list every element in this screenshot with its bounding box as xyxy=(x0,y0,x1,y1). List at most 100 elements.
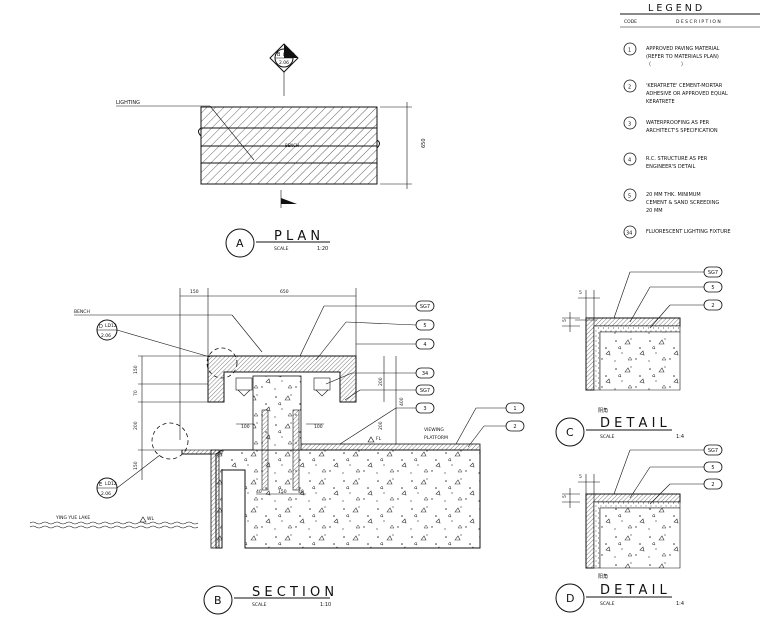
section-title-bubble xyxy=(203,585,233,615)
section-scale-label: SCALE xyxy=(252,602,267,608)
tag-label: 2 xyxy=(513,424,516,430)
tag-bubble: SG7 xyxy=(703,444,723,456)
section-label-bench: BENCH xyxy=(74,309,90,315)
detail-d-concrete xyxy=(599,507,681,569)
plan-view: B LD12 2.06 650 BENCH LIGHTING A P L A N… xyxy=(116,43,427,258)
tag-label: 34 xyxy=(422,371,428,377)
plan-dim-650: 650 xyxy=(421,138,427,148)
detail-d-dim-5b: 5 xyxy=(562,495,568,498)
section-light-right xyxy=(313,377,331,391)
marker-d-ref: LD12 xyxy=(105,323,117,329)
legend-desc-line2: ADHESIVE OR APPROVED EQUAL xyxy=(646,91,728,97)
tag-bubble: 3 xyxy=(415,402,435,414)
plan-title: P L A N xyxy=(274,229,320,244)
section-light-left xyxy=(235,377,253,391)
section-label-lake: YING YUE LAKE xyxy=(55,515,90,521)
legend-code: 34 xyxy=(626,231,632,237)
section-dim-150b: 150 xyxy=(133,461,139,470)
detail-c-concrete xyxy=(599,331,681,391)
detail-c-title: D E T A I L xyxy=(600,416,668,431)
legend: L E G E N D CODE D E S C R I P T I O N 1… xyxy=(620,3,760,239)
section-dim-150a: 150 xyxy=(133,365,139,374)
section-pier-right xyxy=(292,409,300,491)
section-tags xyxy=(299,305,506,448)
legend-code-bubble xyxy=(623,152,637,166)
marker-b-ref: LD12 xyxy=(283,52,295,58)
tag-label: SG7 xyxy=(420,388,430,394)
section-wall xyxy=(210,449,220,549)
tag-label: 3 xyxy=(423,406,426,412)
marker-e-ref: LD12 xyxy=(105,481,117,487)
section-dim-100b: 100 xyxy=(314,424,323,430)
tag-bubble: SG7 xyxy=(415,300,435,312)
legend-desc-line1: FLUORESCENT LIGHTING FIXTURE xyxy=(646,229,731,235)
detail-d-title-bubble xyxy=(555,583,585,613)
legend-desc-line2: ENGINEER'S DETAIL xyxy=(646,164,695,170)
tag-bubble: SG7 xyxy=(703,266,723,278)
detail-c-title-letter: C xyxy=(566,426,574,439)
section-dim-150c: 150 xyxy=(278,489,287,495)
plan-center-note: BENCH xyxy=(285,143,299,148)
section-label-viewing: VIEWING xyxy=(424,427,444,433)
tag-label: 2 xyxy=(711,482,714,488)
detail-marker-e: E LD12 2.06 xyxy=(96,454,161,499)
section-paving xyxy=(295,443,481,451)
section-title-letter: B xyxy=(214,594,222,607)
legend-desc-line3: 20 MM xyxy=(646,208,663,214)
detail-c-note: 阴角 xyxy=(598,407,608,414)
section-bench-top xyxy=(207,355,357,403)
tag-bubble: 2 xyxy=(703,299,723,311)
legend-desc-line1: WATERPROOFING AS PER xyxy=(646,120,710,126)
tag-label: 4 xyxy=(423,342,426,348)
section-scale-value: 1:10 xyxy=(320,602,331,608)
section-dim-200r: 200 xyxy=(378,377,384,386)
legend-code-bubble xyxy=(623,188,637,202)
plan-title-letter: A xyxy=(236,237,244,250)
legend-code-bubble xyxy=(623,42,637,56)
legend-desc-line1: 'KERATRETE' CEMENT-MORTAR xyxy=(646,83,723,89)
section-label-wl: WL xyxy=(147,516,154,522)
plan-scale-value: 1:20 xyxy=(317,246,328,252)
legend-code: 5 xyxy=(628,194,631,200)
detail-d-note: 阳角 xyxy=(598,573,608,580)
legend-code: 2 xyxy=(628,85,631,91)
section-label-platform: PLATFORM xyxy=(424,435,448,441)
tag-bubble: 2 xyxy=(505,420,525,432)
legend-desc-line2: CEMENT & SAND SCREEDING xyxy=(646,200,719,206)
tag-label: SG7 xyxy=(708,448,718,454)
tag-label: 2 xyxy=(711,303,714,309)
detail-d-view: 5 5 阳角 D D E T A I L SCALE 1:4 xyxy=(555,449,704,613)
plan-bottom-arrow xyxy=(281,198,297,204)
tag-label: 5 xyxy=(711,285,714,291)
section-detail-circle-e xyxy=(151,422,189,460)
section-ground xyxy=(215,449,481,549)
legend-code: 4 xyxy=(628,158,631,164)
detail-d-title-letter: D xyxy=(566,592,574,605)
detail-c-scale-value: 1:4 xyxy=(676,434,684,440)
marker-d-sheet: 2.06 xyxy=(101,333,111,339)
legend-code-bubble xyxy=(623,225,637,239)
plan-scale-label: SCALE xyxy=(274,246,289,252)
detail-c-view: 5 5 阴角 C D E T A I L SCALE 1:4 xyxy=(555,271,704,447)
plan-label-lighting: LIGHTING xyxy=(116,100,140,106)
section-dim-40a: 40 xyxy=(256,489,262,495)
legend-item: 34 FLUORESCENT LIGHTING FIXTURE xyxy=(623,225,731,239)
detail-c-title-bubble xyxy=(555,417,585,447)
section-dim-200r2: 200 xyxy=(378,421,384,430)
section-dim-200a: 200 xyxy=(133,421,139,430)
tag-bubble: 4 xyxy=(415,338,435,350)
detail-d-scale-label: SCALE xyxy=(600,601,615,607)
detail-marker-d: D LD12 2.06 xyxy=(96,319,211,358)
legend-code-bubble xyxy=(623,79,637,93)
section-view: YING YUE LAKE WL BENCH D LD12 2.06 E LD1… xyxy=(29,288,506,615)
legend-desc-line3: KERATRETE xyxy=(646,99,675,105)
detail-d-scale-value: 1:4 xyxy=(676,601,684,607)
tag-bubble: SG7 xyxy=(415,384,435,396)
plan-break-right xyxy=(376,107,380,184)
